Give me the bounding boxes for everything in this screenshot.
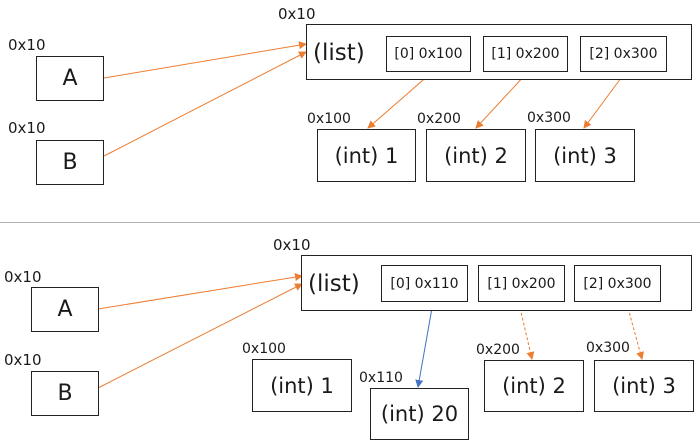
list-box-2: (list) [0] 0x110 [1] 0x200 [2] 0x300 <box>301 255 692 311</box>
arrow-a-to-list-2 <box>97 273 303 310</box>
list-box: (list) [0] 0x100 [1] 0x200 [2] 0x300 <box>306 24 692 80</box>
var-b-address: 0x10 <box>8 119 46 137</box>
var-b-box-2: B <box>31 371 99 416</box>
arrow-slot1-to-int2 <box>475 73 527 129</box>
list-slot-1-2: [1] 0x200 <box>478 265 565 302</box>
list-slot-1-label: [1] 0x200 <box>491 46 560 62</box>
list-label: (list) <box>313 40 365 66</box>
int-3-address: 0x300 <box>527 110 571 126</box>
int-1-box: (int) 1 <box>317 129 416 182</box>
var-a-label: A <box>62 66 78 91</box>
int-3-address-2: 0x300 <box>586 340 630 356</box>
var-b-box: B <box>36 140 104 185</box>
int-20-address: 0x110 <box>359 370 403 386</box>
arrow-b-to-list-2 <box>97 283 303 389</box>
int-3-box: (int) 3 <box>535 129 635 182</box>
arrow-a-to-list <box>103 41 307 79</box>
int-3-box-2: (int) 3 <box>594 360 694 412</box>
list-slot-1-label-2: [1] 0x200 <box>487 275 556 292</box>
list-slot-2-2: [2] 0x300 <box>574 265 661 302</box>
var-b-address-2: 0x10 <box>4 351 42 369</box>
list-slot-1: [1] 0x200 <box>483 36 568 72</box>
var-b-label: B <box>62 150 78 175</box>
list-slot-2-label: [2] 0x300 <box>589 46 658 62</box>
arrow-slot1-to-int2-2 <box>519 307 535 360</box>
var-a-address-2: 0x10 <box>4 268 42 286</box>
arrow-slot0-to-int1 <box>367 73 431 129</box>
arrow-slot2-to-int3-2 <box>627 307 645 360</box>
var-a-label-2: A <box>57 297 73 322</box>
var-a-address: 0x10 <box>8 36 46 54</box>
list-slot-2-label-2: [2] 0x300 <box>583 275 652 292</box>
int-2-address-2: 0x200 <box>476 342 520 358</box>
arrow-slot0-to-int20 <box>415 307 433 388</box>
int-2-box: (int) 2 <box>426 129 526 182</box>
int-1-box-2: (int) 1 <box>252 359 352 412</box>
int-20-label: (int) 20 <box>380 402 459 426</box>
int-3-label: (int) 3 <box>553 143 617 168</box>
list-slot-0-label-2: [0] 0x110 <box>390 275 459 292</box>
var-b-label-2: B <box>57 381 73 406</box>
var-a-box-2: A <box>31 287 99 332</box>
list-slot-0-label: [0] 0x100 <box>394 46 463 62</box>
list-slot-0-2: [0] 0x110 <box>381 265 468 302</box>
int-2-address: 0x200 <box>417 111 461 127</box>
arrow-slot2-to-int3 <box>583 73 625 129</box>
list-label-2: (list) <box>308 271 360 297</box>
list-slot-0: [0] 0x100 <box>386 36 471 72</box>
int-1-label-2: (int) 1 <box>270 373 334 398</box>
int-2-label-2: (int) 2 <box>502 374 566 398</box>
list-slot-2: [2] 0x300 <box>580 36 667 72</box>
int-2-box-2: (int) 2 <box>484 360 584 412</box>
panel-divider <box>0 222 700 223</box>
int-1-address: 0x100 <box>307 111 351 127</box>
list-address: 0x10 <box>278 5 316 23</box>
var-a-box: A <box>36 56 104 101</box>
int-20-box: (int) 20 <box>370 388 469 440</box>
int-3-label-2: (int) 3 <box>612 374 676 398</box>
arrow-b-to-list <box>103 51 307 157</box>
list-address-2: 0x10 <box>273 236 311 254</box>
int-1-label: (int) 1 <box>334 143 399 168</box>
int-2-label: (int) 2 <box>444 143 508 168</box>
int-1-address-2: 0x100 <box>242 341 286 357</box>
